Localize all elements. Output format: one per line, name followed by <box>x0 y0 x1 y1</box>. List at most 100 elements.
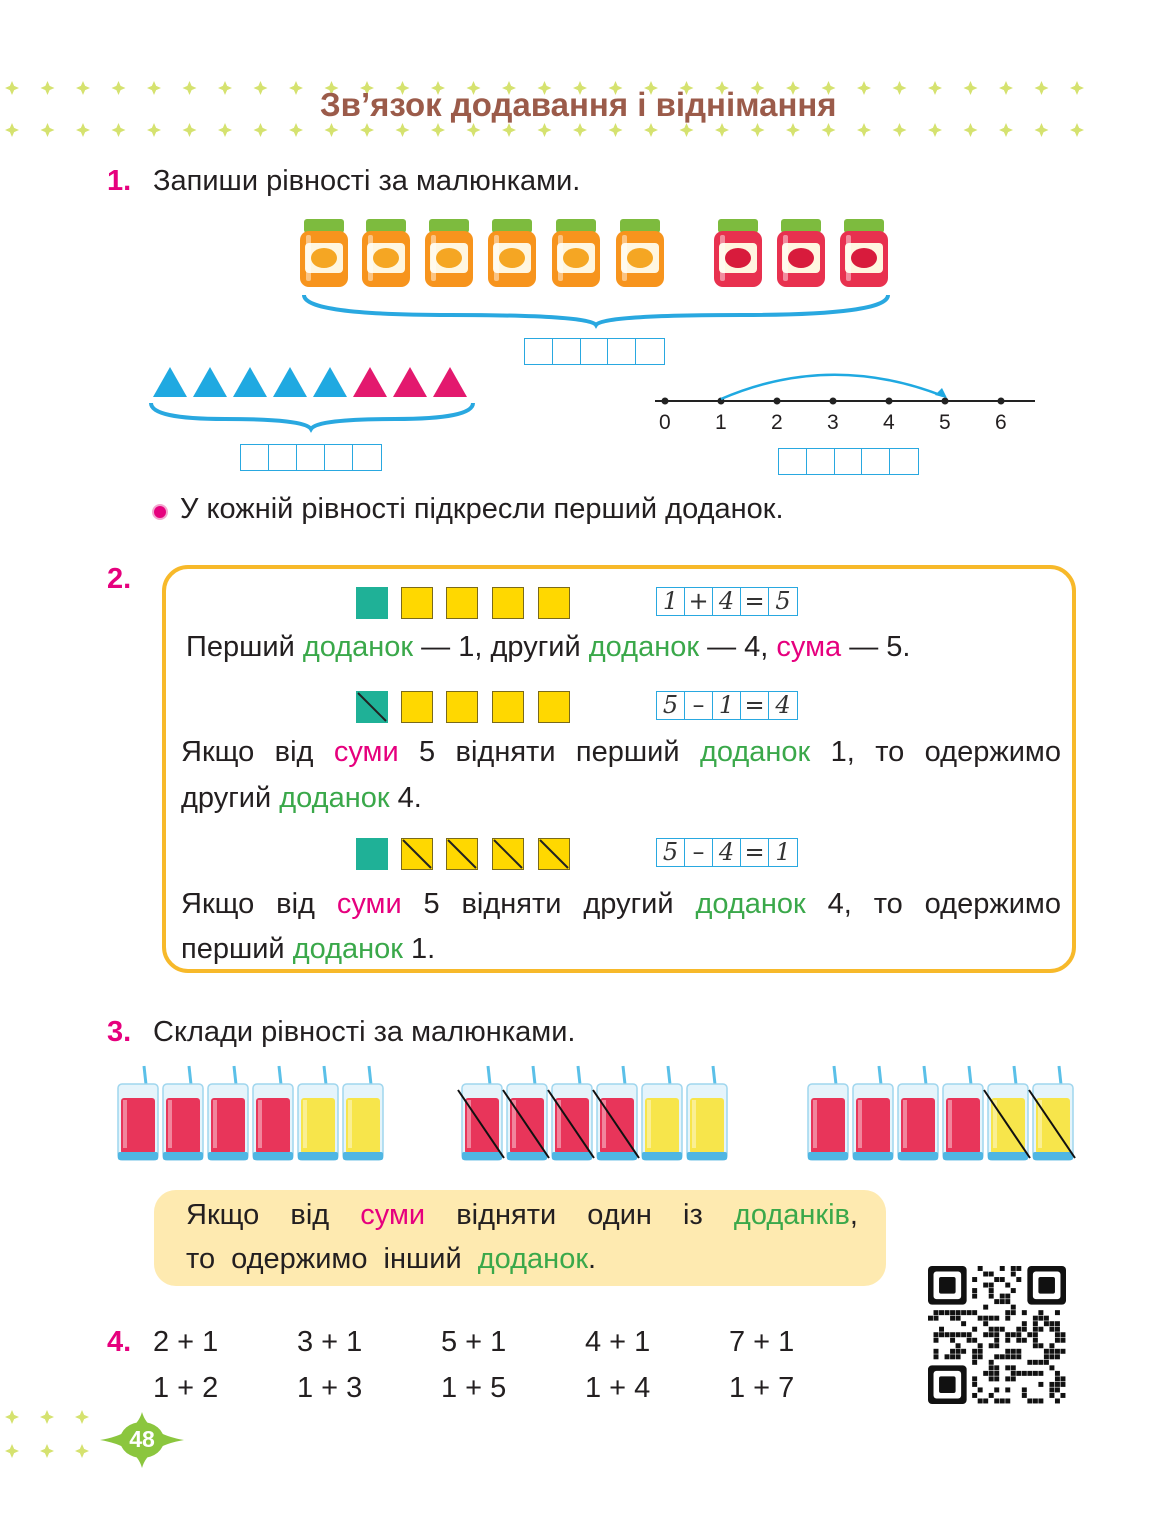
text: 1, то одержимо <box>810 736 1061 768</box>
answer-box-number-line[interactable] <box>778 448 919 475</box>
expression: 4 + 1 <box>585 1326 651 1358</box>
eq-cell: = <box>741 839 769 866</box>
decorative-stars-bottom <box>5 1410 89 1458</box>
text: другий <box>181 782 280 814</box>
expression: 1 + 5 <box>441 1372 507 1404</box>
text: 5 відняти перший <box>398 736 700 768</box>
explanation-line-1: Перший доданок — 1, другий доданок — 4, … <box>186 631 910 664</box>
rule-line-1: Якщо від суми відняти один із доданків, <box>186 1193 858 1237</box>
eq-cell: 5 <box>775 587 791 615</box>
addend-term: доданок <box>477 1243 589 1275</box>
eq-cell: = <box>741 588 769 615</box>
eq-cell: + <box>685 588 713 615</box>
text: перший <box>181 933 293 965</box>
square-yellow <box>401 691 433 723</box>
square-yellow <box>538 587 570 619</box>
explanation-line-3: Якщо від суми 5 відняти другий доданок 4… <box>181 881 1061 928</box>
number-line-label: 4 <box>883 411 895 434</box>
eq-cell: 1 <box>775 838 791 866</box>
number-line-label: 5 <box>939 411 951 434</box>
page-number-badge <box>100 1412 184 1468</box>
eq-cell: 4 <box>775 691 791 719</box>
square-yellow <box>446 587 478 619</box>
eq-cell: 4 <box>713 588 741 615</box>
text: то одержимо інший <box>186 1243 478 1275</box>
eq-cell: 1 <box>657 588 685 615</box>
expression: 1 + 7 <box>729 1372 795 1404</box>
sum-term: суми <box>336 888 402 920</box>
jars-illustration <box>300 219 890 329</box>
rule-line-2: то одержимо інший доданок. <box>186 1237 858 1281</box>
expression: 7 + 1 <box>729 1326 795 1358</box>
expression: 1 + 4 <box>585 1372 651 1404</box>
text: Якщо від <box>186 1199 361 1231</box>
cross-out-mark <box>357 692 387 722</box>
addend-term: доданок <box>302 631 414 663</box>
task3-instruction: Склади рівності за малюнками. <box>153 1016 576 1048</box>
sum-term: суми <box>360 1199 426 1231</box>
number-line <box>655 373 1035 405</box>
text: 1. <box>402 933 436 965</box>
text: Якщо від <box>181 888 337 920</box>
expression: 2 + 1 <box>153 1326 219 1358</box>
answer-box-jars[interactable] <box>524 338 665 365</box>
task-number-2: 2. <box>107 563 132 595</box>
rule-text: Якщо від суми відняти один із доданків, … <box>186 1193 858 1281</box>
addend-term: доданок <box>588 631 700 663</box>
expression: 1 + 2 <box>153 1372 219 1404</box>
number-line-label: 1 <box>715 411 727 434</box>
task1-instruction: Запиши рівності за малюнками. <box>153 165 581 197</box>
page-number: 48 <box>129 1426 155 1452</box>
number-line-label: 2 <box>771 411 783 434</box>
task1-subinstruction: У кожній рівності підкресли перший додан… <box>180 493 784 525</box>
text: — 5. <box>841 631 911 663</box>
expression: 1 + 3 <box>297 1372 363 1404</box>
text: Перший <box>186 631 303 663</box>
square-yellow <box>446 691 478 723</box>
addend-term: доданок <box>695 888 806 920</box>
explanation-line-2: Якщо від суми 5 відняти перший доданок 1… <box>181 729 1061 776</box>
glasses-illustration <box>117 1065 1076 1161</box>
task-number-3: 3. <box>107 1016 132 1048</box>
text: — 4, <box>699 631 777 663</box>
sum-term: суми <box>333 736 399 768</box>
equation-1: 1 + 4 = 5 <box>656 587 798 616</box>
expression: 5 + 1 <box>441 1326 507 1358</box>
text: 5 відняти другий <box>401 888 696 920</box>
text: . <box>588 1243 597 1275</box>
number-line-label: 0 <box>659 411 671 434</box>
addend-term: доданок <box>292 933 403 965</box>
square-yellow <box>538 691 570 723</box>
equation-2: 5 – 1 = 4 <box>656 691 798 720</box>
sum-term: сума <box>776 631 842 663</box>
square-yellow <box>401 587 433 619</box>
addend-term: доданків <box>733 1199 850 1231</box>
eq-cell: 5 <box>657 839 685 866</box>
equation-3: 5 – 4 = 1 <box>656 838 798 867</box>
addend-term: доданок <box>279 782 390 814</box>
task-number-1: 1. <box>107 165 132 197</box>
eq-cell: 5 <box>657 692 685 719</box>
triangles-illustration <box>149 367 475 433</box>
number-line-label: 3 <box>827 411 839 434</box>
explanation-line-3b: перший доданок 1. <box>181 926 1061 973</box>
eq-cell: 1 <box>713 692 741 719</box>
text: 4, то одержимо <box>805 888 1061 920</box>
explanation-line-2b: другий доданок 4. <box>181 775 1061 822</box>
eq-cell: – <box>685 839 713 866</box>
text: — 1, другий <box>413 631 589 663</box>
qr-code-icon[interactable] <box>928 1266 1066 1404</box>
decorative-stars-top <box>5 81 1084 137</box>
task-number-4: 4. <box>107 1326 132 1358</box>
eq-cell: – <box>685 692 713 719</box>
answer-box-triangles[interactable] <box>240 444 382 471</box>
square-yellow <box>492 587 524 619</box>
cross-out-marks <box>402 839 569 869</box>
expression: 3 + 1 <box>297 1326 363 1358</box>
eq-cell: 4 <box>713 839 741 866</box>
square-yellow <box>492 691 524 723</box>
addend-term: доданок <box>699 736 811 768</box>
eq-cell: = <box>741 692 769 719</box>
text: Якщо від <box>181 736 334 768</box>
rule-box <box>154 1190 886 1286</box>
